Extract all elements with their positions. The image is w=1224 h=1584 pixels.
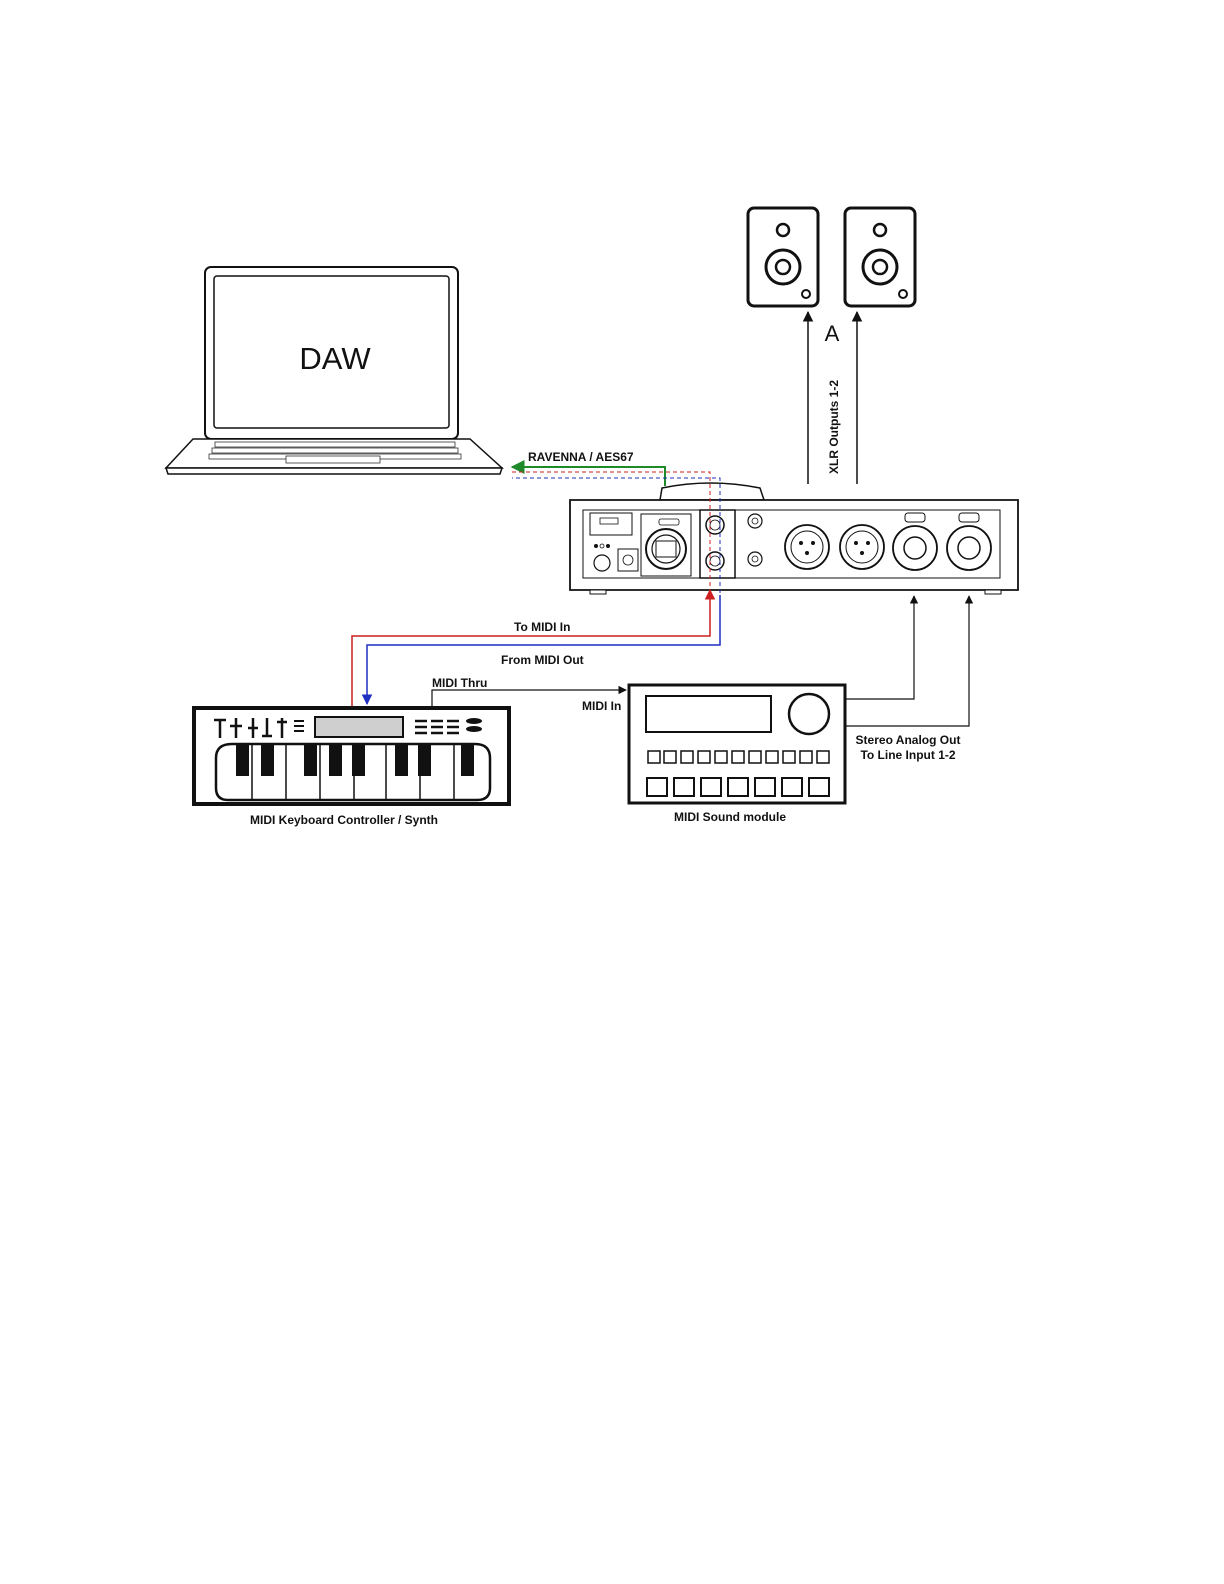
power-switch [594, 555, 610, 571]
module-display [646, 696, 771, 732]
stereo-analog-cable-1 [846, 596, 914, 699]
midi-sound-module [629, 685, 845, 803]
midi-in-label: MIDI In [582, 699, 621, 713]
network-cable-green [512, 467, 665, 486]
stereo-analog-cable-2 [846, 596, 969, 726]
stereo-out-label-1: Stereo Analog Out [856, 733, 961, 747]
speaker-pair-label: A [825, 321, 840, 346]
to-midi-in-label: To MIDI In [514, 620, 570, 634]
audio-interface [570, 483, 1018, 594]
sound-module-caption: MIDI Sound module [674, 810, 786, 824]
xlr-outputs-label: XLR Outputs 1-2 [827, 380, 841, 474]
from-midi-out-label: From MIDI Out [501, 653, 584, 667]
midi-keyboard [194, 708, 509, 804]
speaker-left [748, 208, 818, 306]
network-label: RAVENNA / AES67 [528, 450, 634, 464]
midi-thru-label: MIDI Thru [432, 676, 487, 690]
stereo-out-label-2: To Line Input 1-2 [860, 748, 955, 762]
keyboard-caption: MIDI Keyboard Controller / Synth [250, 813, 438, 827]
laptop-screen-text: DAW [299, 341, 371, 376]
laptop: DAW [166, 267, 502, 474]
module-knob [789, 694, 829, 734]
speaker-right [845, 208, 915, 306]
